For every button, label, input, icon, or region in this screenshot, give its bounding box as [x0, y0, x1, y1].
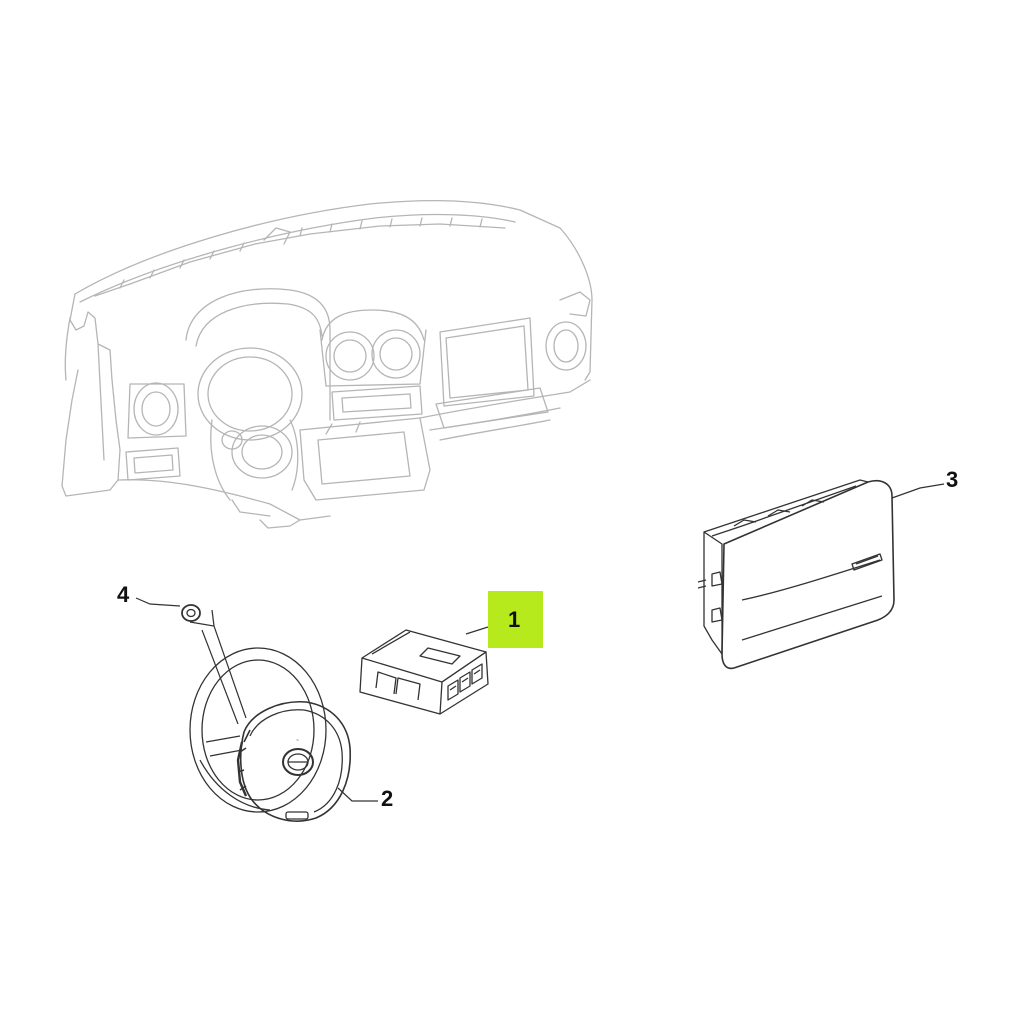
- svg-text:~: ~: [296, 738, 299, 744]
- dashboard-illustration: [61, 199, 593, 529]
- callout-1-highlight: [488, 591, 543, 648]
- callout-label-2[interactable]: 2: [381, 786, 394, 811]
- callout-label-4[interactable]: 4: [117, 582, 130, 607]
- leader-lines: [135, 483, 945, 802]
- airbag-control-unit: [359, 629, 489, 715]
- callout-label-1[interactable]: 1: [508, 607, 521, 632]
- callout-label-3[interactable]: 3: [946, 467, 959, 492]
- passenger-airbag-module: [697, 479, 895, 670]
- steering-wheel-airbag: ~: [189, 647, 351, 822]
- clip-nut: [181, 604, 201, 622]
